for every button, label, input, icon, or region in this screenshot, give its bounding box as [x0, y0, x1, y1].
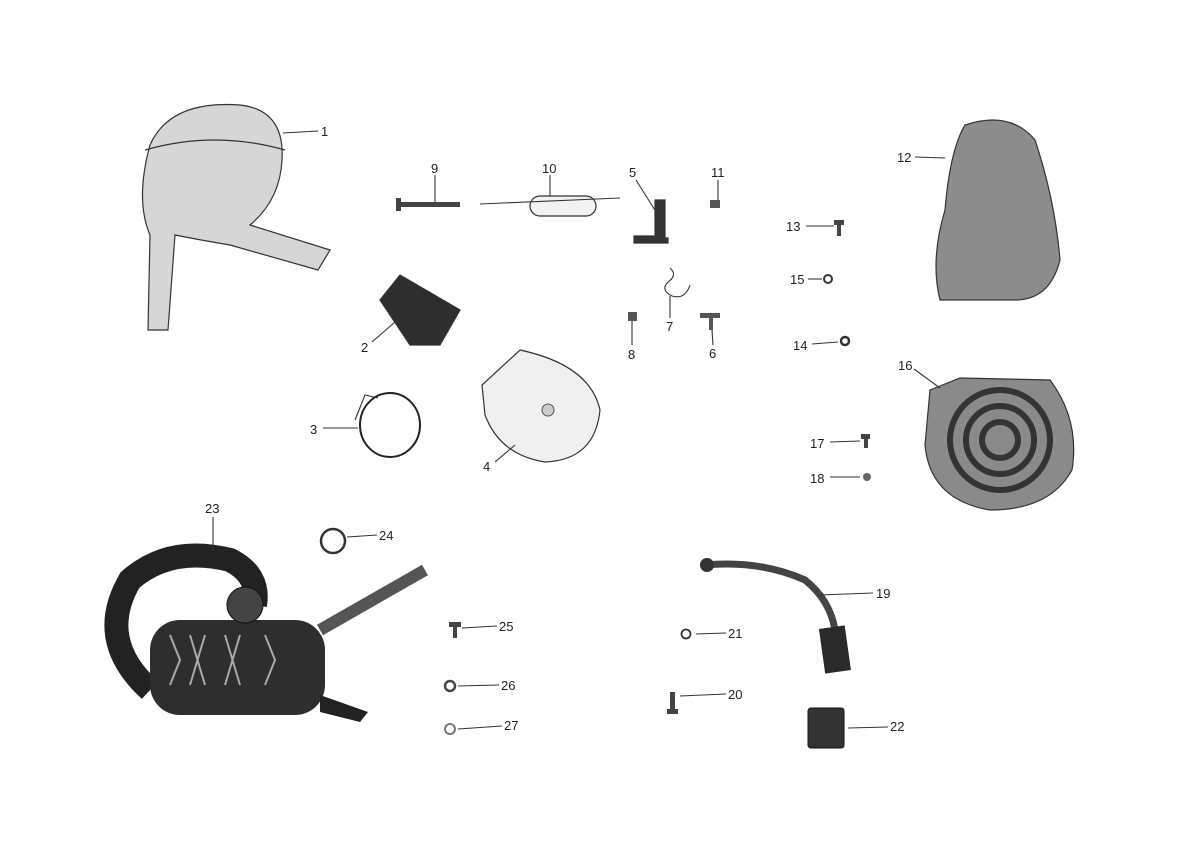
callout-1: 1 — [321, 124, 328, 139]
part-18-nut — [863, 473, 871, 481]
callout-16: 16 — [898, 358, 912, 373]
callout-22: 22 — [890, 719, 904, 734]
callout-3: 3 — [310, 422, 317, 437]
part-15-washer — [823, 274, 833, 284]
part-6-pin — [700, 313, 720, 330]
callout-24: 24 — [379, 528, 393, 543]
part-17-screw — [861, 434, 870, 448]
callout-2: 2 — [361, 340, 368, 355]
callout-10: 10 — [542, 161, 556, 176]
part-5-bracket — [633, 199, 669, 244]
part-25-bolt — [449, 622, 461, 638]
callout-13: 13 — [786, 219, 800, 234]
callout-18: 18 — [810, 471, 824, 486]
callout-9: 9 — [431, 161, 438, 176]
part-7-spring — [664, 267, 691, 298]
part-9-bolt — [396, 198, 460, 211]
callout-27: 27 — [504, 718, 518, 733]
part-19-lever — [700, 558, 851, 674]
callout-11: 11 — [711, 165, 725, 180]
part-23-muffler — [104, 543, 428, 722]
callout-17: 17 — [810, 436, 824, 451]
callout-8: 8 — [628, 347, 635, 362]
part-3-clamp — [354, 392, 421, 458]
callout-6: 6 — [709, 346, 716, 361]
part-22-pedal-rubber — [807, 707, 845, 749]
leader-lines — [212, 130, 946, 730]
callout-4: 4 — [483, 459, 490, 474]
callout-20: 20 — [728, 687, 742, 702]
callout-23: 23 — [205, 501, 219, 516]
callout-21: 21 — [728, 626, 742, 641]
callout-26: 26 — [501, 678, 515, 693]
callout-5: 5 — [629, 165, 636, 180]
part-21-washer — [680, 628, 692, 640]
callout-7: 7 — [666, 319, 673, 334]
part-20-bolt — [667, 692, 678, 714]
callout-labels: 1 2 3 4 5 6 7 8 9 10 11 12 13 14 15 16 1… — [205, 124, 912, 734]
callout-19: 19 — [876, 586, 890, 601]
part-2-rubber-boot — [379, 274, 461, 346]
part-26-washer — [443, 679, 457, 693]
part-12-cover — [935, 119, 1061, 301]
callout-12: 12 — [897, 150, 911, 165]
part-13-screw — [834, 220, 844, 236]
part-24-gasket-ring — [319, 527, 347, 555]
part-11-nut — [710, 200, 720, 208]
part-8-nut — [628, 312, 637, 321]
callout-14: 14 — [793, 338, 807, 353]
callout-15: 15 — [790, 272, 804, 287]
part-27-nut — [444, 723, 456, 735]
part-4-fan-housing — [481, 349, 601, 463]
callout-25: 25 — [499, 619, 513, 634]
part-14-nut — [839, 335, 851, 347]
part-16-fan-grille — [924, 377, 1075, 511]
part-1-air-filter-housing — [141, 103, 331, 331]
